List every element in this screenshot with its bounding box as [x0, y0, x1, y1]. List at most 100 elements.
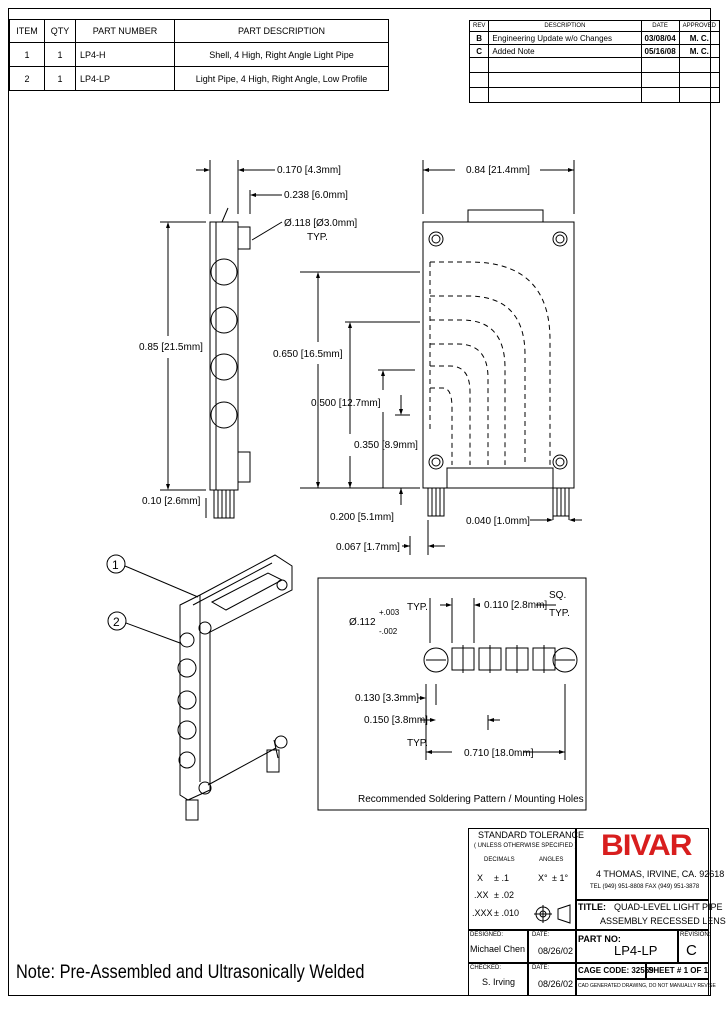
dim-sq: SQ.: [549, 590, 566, 601]
front-view-body: [422, 221, 575, 489]
bom-row: 2 1 LP4-LP Light Pipe, 4 High, Right Ang…: [9, 66, 389, 91]
revision-cell: [678, 930, 709, 963]
date-label-1: DATE:: [532, 932, 550, 938]
title-cell: [576, 900, 709, 930]
tol-xx-label: .XX: [474, 890, 489, 900]
lens-circle: [210, 401, 238, 429]
rev-row: [468, 87, 721, 103]
dim-width-side-total: 0.238 [6.0mm]: [284, 190, 348, 201]
title-line-1: QUAD-LEVEL LIGHT PIPE: [614, 902, 723, 912]
tolerance-decimals: DECIMALS: [484, 857, 515, 863]
checker-name: S. Irving: [482, 977, 516, 987]
part-no-cell: [576, 930, 678, 963]
dim-typ-4: TYP.: [407, 738, 428, 749]
bom-header-row: ITEM QTY PART NUMBER PART DESCRIPTION: [9, 19, 389, 43]
designed-cell: [468, 930, 528, 963]
dim-hole-tol-upper: +.003: [379, 608, 400, 617]
bom-row: 1 1 LP4-H Shell, 4 High, Right Angle Lig…: [9, 42, 389, 67]
designed-label: DESIGNED:: [470, 932, 504, 938]
tol-xxx-value: ± .010: [494, 908, 519, 918]
dim-standoff: 0.040 [1.0mm]: [466, 516, 530, 527]
bom-cell: LP4-LP: [75, 66, 175, 91]
tolerance-title: STANDARD TOLERANCE: [478, 830, 585, 840]
solder-pattern-box: [317, 577, 587, 811]
bom-cell: 1: [9, 42, 45, 67]
tol-angle-label: X°: [538, 873, 548, 883]
dim-typ-3: TYP.: [549, 608, 570, 619]
checked-cell: [468, 963, 528, 996]
date-cell-1: [528, 930, 576, 963]
lens-circle: [210, 353, 238, 381]
lens-circle: [210, 306, 238, 334]
part-no-label: PART NO:: [578, 934, 621, 944]
title-line-2: ASSEMBLY RECESSED LENS: [600, 916, 726, 926]
dim-hole-tol-lower: -.002: [379, 627, 398, 636]
checked-label: CHECKED:: [470, 965, 502, 971]
cage-code: CAGE CODE: 32559: [578, 966, 654, 975]
part-no-value: LP4-LP: [614, 943, 658, 958]
company-phone: TEL (949) 951-8808 FAX (949) 951-3878: [590, 884, 700, 890]
solder-pattern: [423, 645, 578, 673]
cad-disclaimer: CAD GENERATED DRAWING, DO NOT MANUALLY R…: [578, 983, 716, 989]
balloon-1: [106, 554, 126, 574]
tol-x-label: X: [477, 873, 484, 883]
dim-pattern-width: 0.710 [18.0mm]: [464, 748, 534, 759]
tol-angle-value: ± 1°: [552, 873, 569, 883]
company-address: 4 THOMAS, IRVINE, CA. 92618: [596, 869, 725, 879]
bivar-logo: BIVAR: [601, 829, 692, 862]
dim-pin-offset: 0.067 [1.7mm]: [336, 542, 400, 553]
dim-pin-length: 0.10 [2.6mm]: [142, 496, 201, 507]
date-cell-2: [528, 963, 576, 996]
dim-pad-size: 0.110 [2.8mm]: [484, 600, 547, 611]
revision-label: REVISION:: [680, 932, 711, 938]
tol-xx-value: ± .02: [494, 890, 514, 900]
dim-typ-2: TYP.: [407, 602, 428, 613]
sheet-cell: [646, 963, 709, 979]
tolerance-angles: ANGLES: [539, 857, 564, 863]
bom-table: ITEM QTY PART NUMBER PART DESCRIPTION 1 …: [9, 19, 389, 91]
side-view: [209, 207, 251, 519]
dim-lens-diameter: Ø.118 [Ø3.0mm]: [284, 218, 357, 229]
dim-level-2: 0.350 [8.9mm]: [354, 440, 418, 451]
projection-symbol-icon: [534, 904, 571, 924]
date-2: 08/26/02: [538, 979, 574, 989]
tolerance-block: [468, 828, 576, 930]
revision-value: C: [686, 942, 697, 959]
dim-level-1: 0.200 [5.1mm]: [330, 512, 394, 523]
dim-level-4: 0.650 [16.5mm]: [273, 349, 343, 360]
dim-hole-diameter: Ø.112: [349, 617, 376, 628]
dim-width-front: 0.84 [21.4mm]: [466, 165, 530, 176]
dim-typ-1: TYP.: [307, 232, 328, 243]
date-1: 08/26/02: [538, 946, 574, 956]
designer-name: Michael Chen: [470, 944, 526, 954]
tol-x-value: ± .1: [494, 873, 509, 883]
balloon-2: [107, 611, 127, 631]
disclaimer-cell: [576, 979, 709, 996]
sheet-number: SHEET # 1 OF 1: [648, 966, 709, 975]
drawing-border: [8, 8, 711, 996]
bom-cell: 1: [44, 42, 76, 67]
bom-header-qty: QTY: [44, 19, 76, 43]
dim-pad-offset-2: 0.150 [3.8mm]: [364, 715, 428, 726]
lens-circle: [210, 258, 238, 286]
front-view: [422, 209, 575, 517]
dim-level-3: 0.500 [12.7mm]: [311, 398, 381, 409]
company-block: [576, 828, 709, 900]
balloon-2-label: 2: [113, 615, 120, 629]
pattern-caption: Recommended Soldering Pattern / Mounting…: [358, 794, 584, 805]
assembly-note: Note: Pre-Assembled and Ultrasonically W…: [16, 962, 365, 983]
bom-cell: 1: [44, 66, 76, 91]
rev-row: [468, 57, 721, 73]
balloon-1-label: 1: [112, 558, 119, 572]
revision-table: REV DESCRIPTION DATE APPROVED B Engineer…: [468, 20, 721, 103]
dim-height: 0.85 [21.5mm]: [139, 342, 203, 353]
bom-cell: Light Pipe, 4 High, Right Angle, Low Pro…: [174, 66, 389, 91]
title-label: TITLE:: [578, 902, 606, 912]
tolerance-subtitle: ( UNLESS OTHERWISE SPECIFIED ): [474, 843, 577, 849]
cage-code-cell: [576, 963, 646, 979]
isometric-view: [177, 554, 293, 821]
dim-pad-offset-1: 0.130 [3.3mm]: [355, 693, 419, 704]
date-label-2: DATE:: [532, 965, 550, 971]
side-view-body: [209, 221, 239, 491]
